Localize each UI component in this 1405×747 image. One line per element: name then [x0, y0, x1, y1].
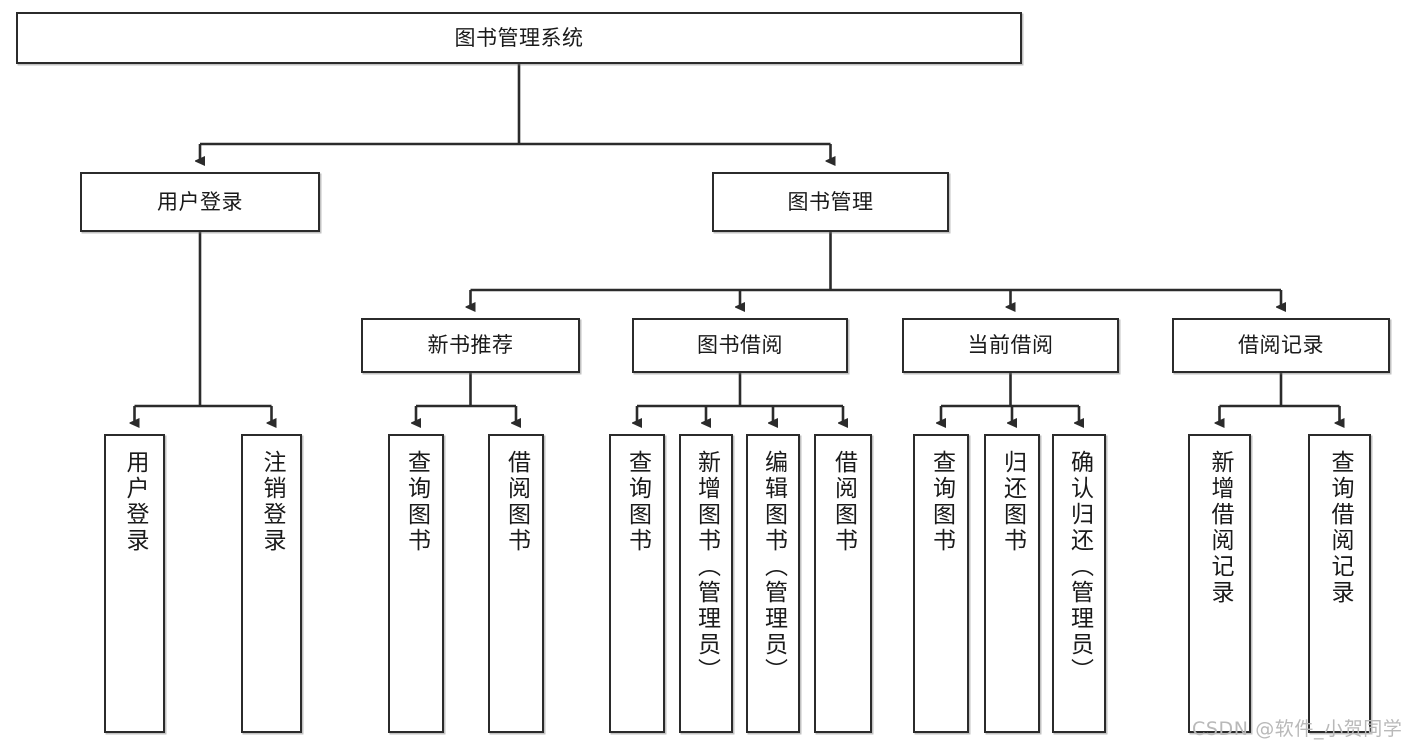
- node-newbooks[interactable]: 新书推荐: [361, 318, 580, 373]
- node-label: 注销登录: [259, 450, 285, 554]
- node-current[interactable]: 当前借阅: [902, 318, 1119, 373]
- node-label: 查询图书: [624, 450, 651, 554]
- node-label: 借阅图书: [830, 450, 857, 554]
- node-leaf10[interactable]: 归还图书: [984, 434, 1040, 733]
- node-records[interactable]: 借阅记录: [1172, 318, 1390, 373]
- node-label: 图书借阅: [697, 333, 783, 358]
- node-login[interactable]: 用户登录: [80, 172, 320, 232]
- node-label: 查询图书: [403, 450, 430, 554]
- node-label: 归还图书: [999, 450, 1026, 554]
- node-leaf3[interactable]: 查询图书: [388, 434, 444, 733]
- node-label: 借阅图书: [503, 450, 530, 554]
- node-label: 新增图书（管理员）: [693, 450, 720, 684]
- node-label: 当前借阅: [967, 333, 1054, 358]
- node-leaf2[interactable]: 注销登录: [241, 434, 302, 733]
- node-leaf8[interactable]: 借阅图书: [814, 434, 872, 733]
- node-leaf5[interactable]: 查询图书: [609, 434, 665, 733]
- node-leaf13[interactable]: 查询借阅记录: [1308, 434, 1371, 733]
- node-root[interactable]: 图书管理系统: [16, 12, 1022, 64]
- node-label: 借阅记录: [1238, 333, 1324, 358]
- node-label: 新书推荐: [427, 333, 514, 358]
- node-label: 图书管理系统: [454, 25, 584, 50]
- node-label: 用户登录: [157, 189, 243, 214]
- node-label: 图书管理: [787, 189, 874, 214]
- node-leaf4[interactable]: 借阅图书: [488, 434, 544, 733]
- node-leaf9[interactable]: 查询图书: [913, 434, 969, 733]
- node-borrow[interactable]: 图书借阅: [632, 318, 848, 373]
- node-leaf12[interactable]: 新增借阅记录: [1188, 434, 1251, 733]
- node-label: 确认归还（管理员）: [1066, 450, 1093, 684]
- node-leaf11[interactable]: 确认归还（管理员）: [1052, 434, 1106, 733]
- node-label: 新增借阅记录: [1207, 450, 1233, 606]
- node-leaf1[interactable]: 用户登录: [104, 434, 165, 733]
- node-leaf6[interactable]: 新增图书（管理员）: [679, 434, 733, 733]
- node-leaf7[interactable]: 编辑图书（管理员）: [746, 434, 800, 733]
- watermark: CSDN @软件_小贺同学: [1192, 718, 1403, 740]
- node-label: 查询图书: [928, 450, 955, 554]
- node-label: 编辑图书（管理员）: [760, 450, 787, 684]
- node-label: 查询借阅记录: [1327, 450, 1353, 606]
- node-bookmgmt[interactable]: 图书管理: [712, 172, 949, 232]
- node-label: 用户登录: [122, 450, 148, 554]
